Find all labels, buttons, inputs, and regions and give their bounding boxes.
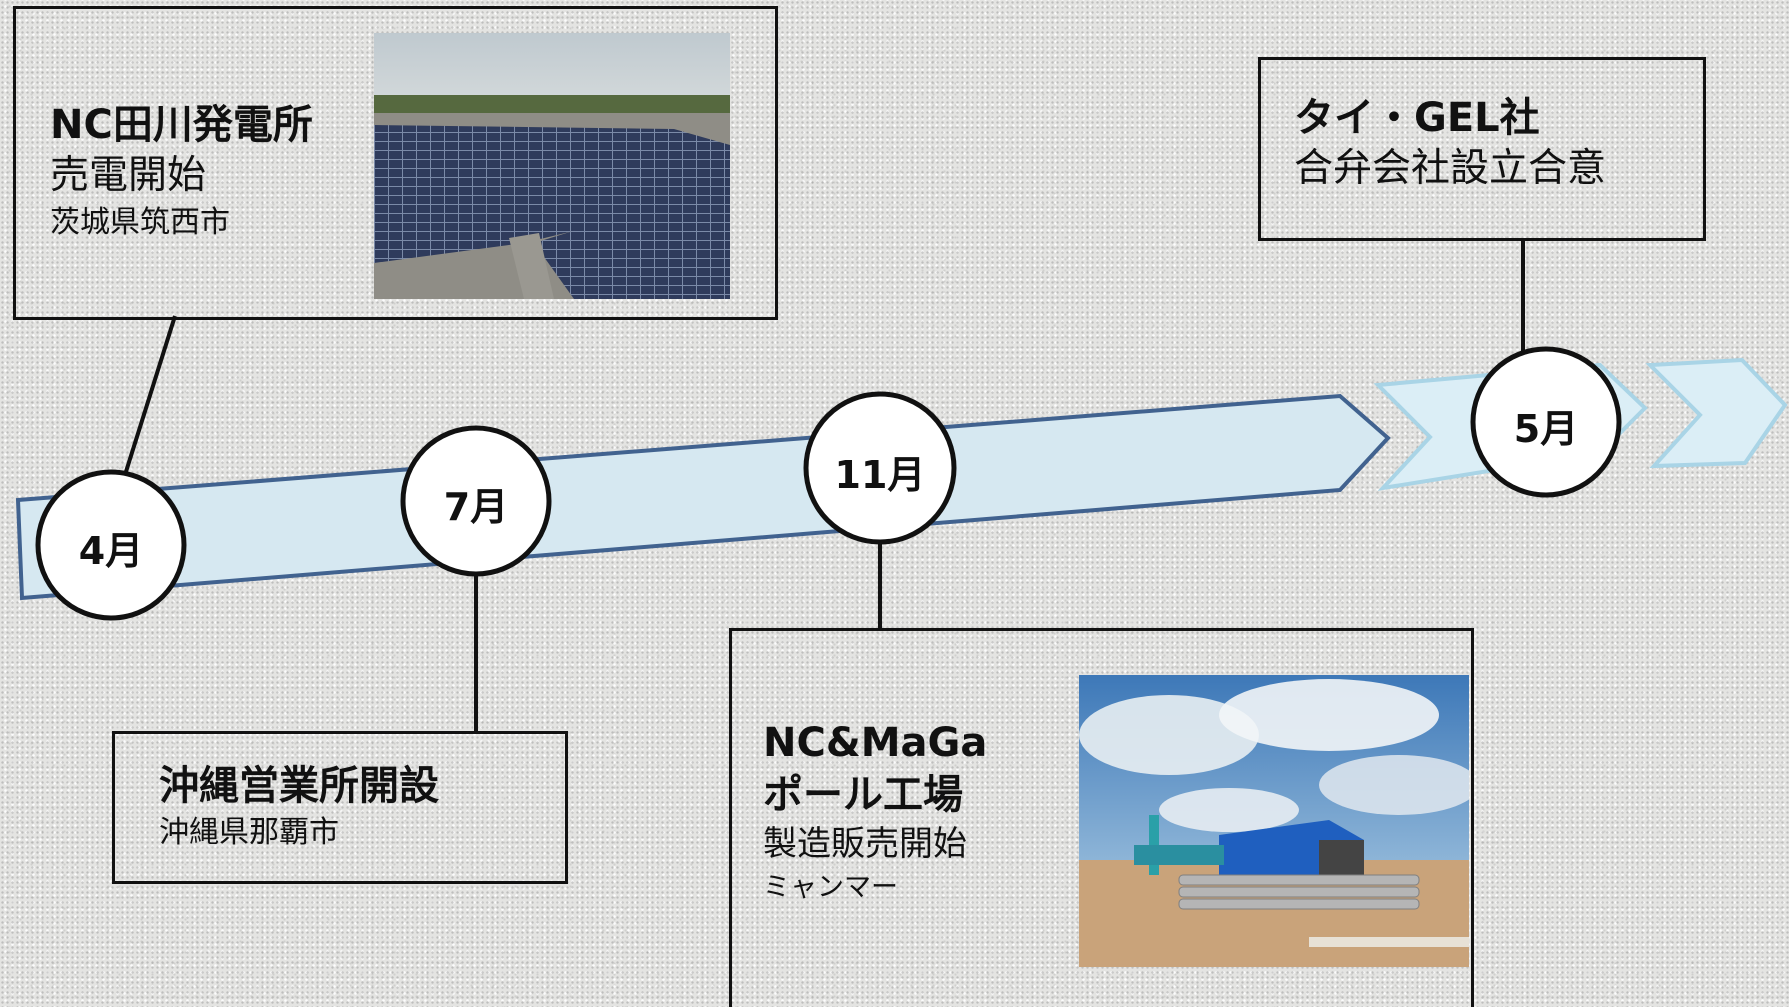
month-label-april: 4月 — [78, 529, 144, 573]
month-circle-april — [35, 469, 187, 621]
event-box-thai: タイ・GEL社 合弁会社設立合意 — [1258, 57, 1706, 241]
event-title: タイ・GEL社 — [1294, 95, 1540, 141]
month-label-may: 5月 — [1513, 407, 1579, 451]
month-circle-may — [1470, 346, 1622, 498]
event-title: NC田川発電所 — [50, 102, 313, 148]
event-box-tagawa: NC田川発電所 売電開始 茨城県筑西市 — [13, 6, 778, 320]
event-title: NC&MaGa — [763, 720, 988, 766]
month-circle-november — [803, 391, 957, 545]
connector-april — [122, 315, 177, 479]
pole-factory-photo — [1079, 675, 1469, 967]
event-box-myanmar: NC&MaGa ポール工場 製造販売開始 ミャンマー — [729, 628, 1474, 1007]
solar-farm-photo — [374, 33, 730, 299]
event-location: ミャンマー — [763, 871, 898, 903]
event-description: 製造販売開始 — [763, 824, 967, 864]
event-subtitle: ポール工場 — [763, 772, 963, 818]
month-circle-july — [400, 425, 552, 577]
event-subtitle: 売電開始 — [50, 153, 207, 198]
future-chevron-2 — [1645, 357, 1788, 469]
timeline-arrow — [15, 393, 1391, 601]
event-box-okinawa: 沖縄営業所開設 沖縄県那覇市 — [112, 731, 568, 884]
month-label-november: 11月 — [834, 453, 926, 497]
event-location: 茨城県筑西市 — [50, 204, 230, 240]
month-label-july: 7月 — [443, 485, 509, 529]
event-subtitle: 合弁会社設立合意 — [1294, 146, 1607, 191]
event-title: 沖縄営業所開設 — [159, 763, 439, 809]
event-location: 沖縄県那覇市 — [159, 815, 339, 850]
